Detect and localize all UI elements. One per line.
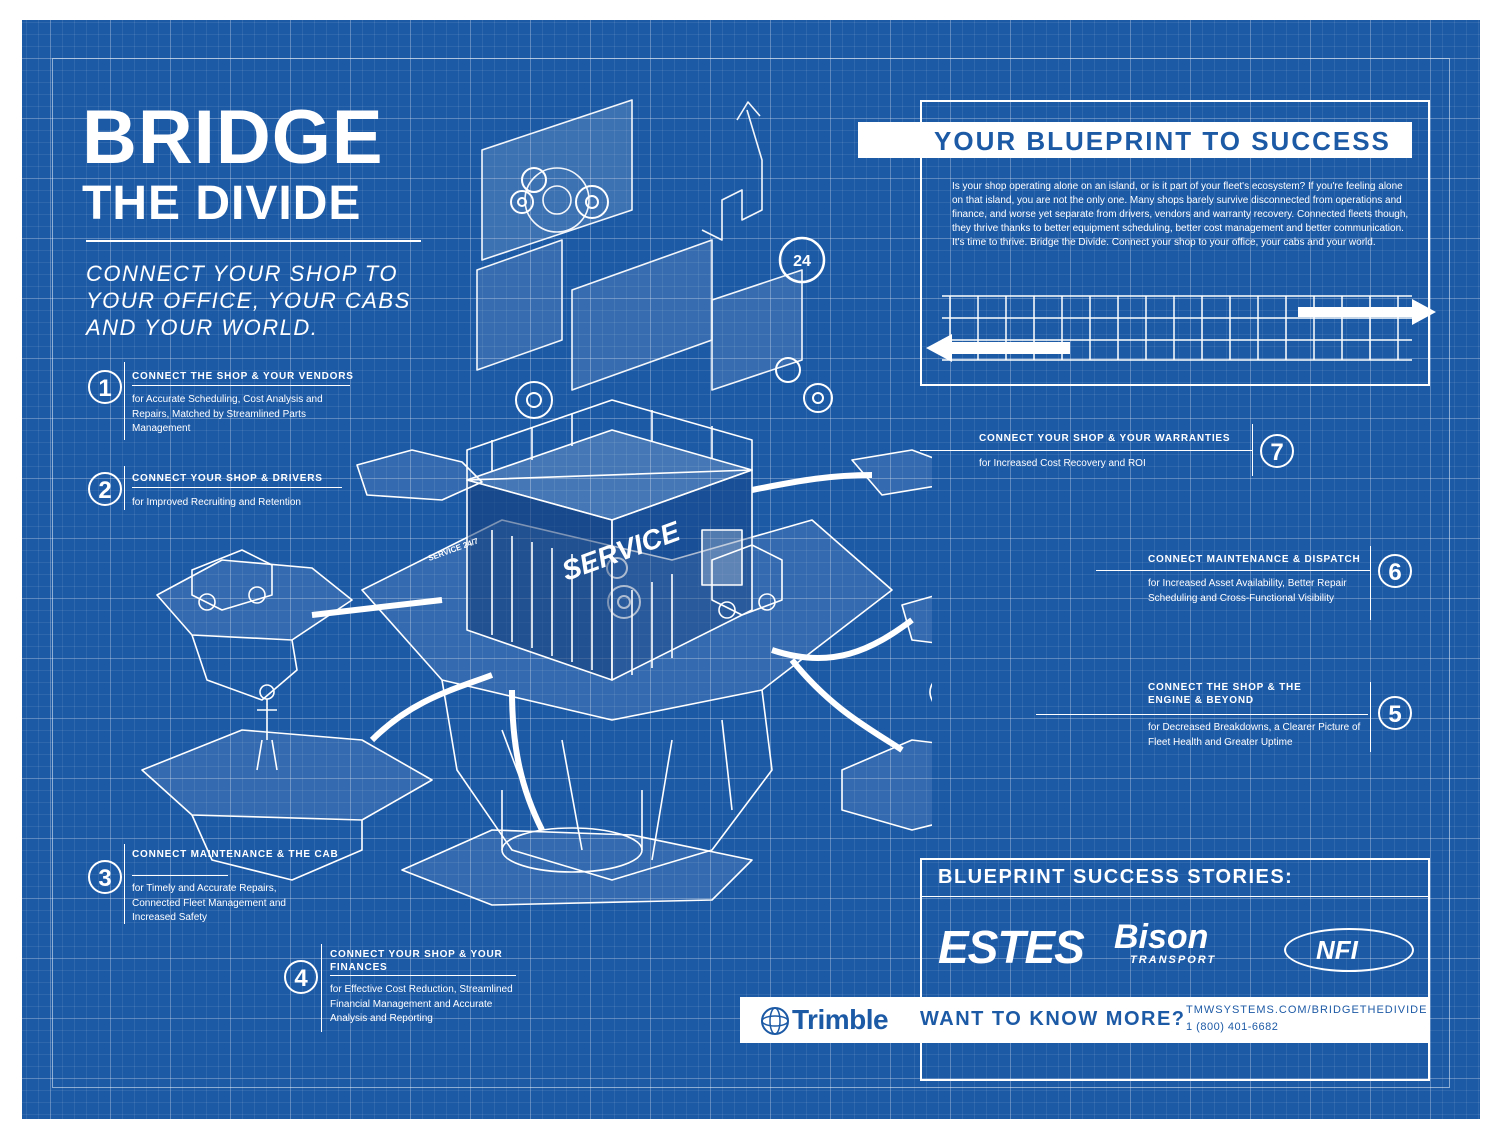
poster: BRIDGE THE DIVIDE CONNECT YOUR SHOP TO Y… xyxy=(22,20,1480,1119)
item-desc-7: for Increased Cost Recovery and ROI xyxy=(979,458,1146,469)
person-icon xyxy=(256,684,278,771)
inner-frame xyxy=(52,58,1450,1088)
cta-phone[interactable]: 1 (800) 401-6682 xyxy=(1186,1021,1279,1033)
cta-url-link[interactable]: TMWSYSTEMS.COM/BRIDGETHEDIVIDE xyxy=(1186,1004,1428,1016)
item-heading-2: CONNECT YOUR SHOP & DRIVERS xyxy=(132,473,323,484)
item-rule xyxy=(132,385,350,386)
floating-screens xyxy=(476,99,803,391)
gear-icons xyxy=(510,167,833,619)
arrow-left-icon xyxy=(926,334,1070,362)
bison-logo-subtitle: TRANSPORT xyxy=(1130,954,1217,966)
item-connector xyxy=(124,362,125,440)
trimble-globe-icon xyxy=(761,1007,789,1035)
nfi-logo-ring xyxy=(1284,928,1414,972)
item-connector xyxy=(321,944,322,1032)
item-desc-1: for Accurate Scheduling, Cost Analysis a… xyxy=(132,394,323,434)
success-stories-divider xyxy=(920,896,1430,897)
bridge-arrows-graphic xyxy=(926,295,1436,362)
item-connector xyxy=(1370,546,1371,620)
item-rule xyxy=(132,487,342,488)
main-title: BRIDGE THE DIVIDE xyxy=(82,100,384,228)
item-connector xyxy=(124,844,125,924)
item-heading-1: CONNECT THE SHOP & YOUR VENDORS xyxy=(132,371,354,382)
blueprint-heading: YOUR BLUEPRINT TO SUCCESS xyxy=(858,122,1412,158)
item-heading-7: CONNECT YOUR SHOP & YOUR WARRANTIES xyxy=(979,433,1231,444)
subtitle: CONNECT YOUR SHOP TO YOUR OFFICE, YOUR C… xyxy=(86,261,411,340)
item-rule xyxy=(1036,714,1368,715)
item-desc-2: for Improved Recruiting and Retention xyxy=(132,497,301,508)
success-stories-box xyxy=(920,858,1430,1081)
bison-logo: Bison xyxy=(1114,918,1209,956)
island-illustration: SERVICE SERVICE 24/7 24 xyxy=(141,99,932,906)
item-heading-4: CONNECT YOUR SHOP & YOUR FINANCES xyxy=(330,949,503,973)
clock-badge-label: 24 xyxy=(793,253,811,270)
item-desc-4: for Effective Cost Reduction, Streamline… xyxy=(330,984,513,1024)
item-heading-3: CONNECT MAINTENANCE & THE CAB xyxy=(132,849,339,860)
item-number-3: 3 xyxy=(88,860,122,894)
item-rule xyxy=(132,875,228,876)
truck-icon xyxy=(711,544,783,619)
item-connector xyxy=(124,466,125,510)
estes-logo: ESTES xyxy=(938,921,1085,973)
truck-icon xyxy=(191,549,273,611)
item-number-5: 5 xyxy=(1378,696,1412,730)
blueprint-box xyxy=(920,100,1430,386)
item-heading-5: CONNECT THE SHOP & THE ENGINE & BEYOND xyxy=(1148,682,1302,706)
title-line-1: BRIDGE xyxy=(82,95,384,180)
item-number-7: 7 xyxy=(1260,434,1294,468)
item-rule xyxy=(1096,570,1370,571)
item-desc-3: for Timely and Accurate Repairs, Connect… xyxy=(132,883,286,923)
item-number-1: 1 xyxy=(88,370,122,404)
success-stories-heading: BLUEPRINT SUCCESS STORIES: xyxy=(938,866,1294,888)
trimble-logo: Trimble xyxy=(792,1004,889,1035)
item-number-4: 4 xyxy=(284,960,318,994)
nfi-logo: NFI xyxy=(1316,935,1358,965)
item-connector xyxy=(1252,424,1253,476)
item-desc-5: for Decreased Breakdowns, a Clearer Pict… xyxy=(1148,722,1361,748)
item-number-6: 6 xyxy=(1378,554,1412,588)
item-connector xyxy=(1370,682,1371,752)
title-divider xyxy=(86,240,421,242)
item-rule xyxy=(330,975,516,976)
cloud-icon xyxy=(929,683,932,703)
24-hour-icon xyxy=(778,236,826,284)
cta-want-more: WANT TO KNOW MORE? xyxy=(920,1008,1186,1030)
item-desc-6: for Increased Asset Availability, Better… xyxy=(1148,578,1347,604)
cta-bar xyxy=(740,997,1430,1043)
arrow-right-icon xyxy=(1298,299,1436,325)
item-rule xyxy=(920,450,1252,451)
blueprint-body: Is your shop operating alone on an islan… xyxy=(952,181,1409,248)
title-line-2: THE DIVIDE xyxy=(82,177,362,230)
item-heading-6: CONNECT MAINTENANCE & DISPATCH xyxy=(1148,554,1361,565)
item-number-2: 2 xyxy=(88,472,122,506)
